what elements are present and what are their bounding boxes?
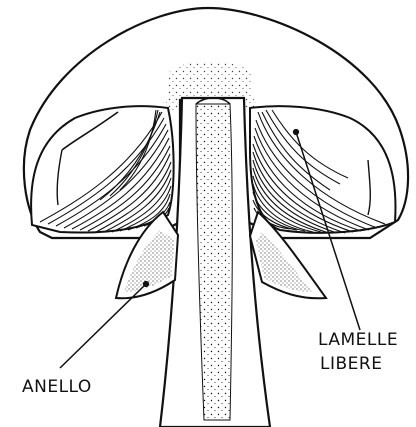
ring-label: ANELLO — [22, 377, 92, 397]
leader-ring-dot — [144, 282, 149, 287]
leader-ring — [60, 284, 146, 368]
gills-label-line1: LAMELLE — [318, 330, 398, 350]
leader-gills-dot — [294, 130, 299, 135]
gills-label-line2: LIBERE — [320, 354, 382, 374]
